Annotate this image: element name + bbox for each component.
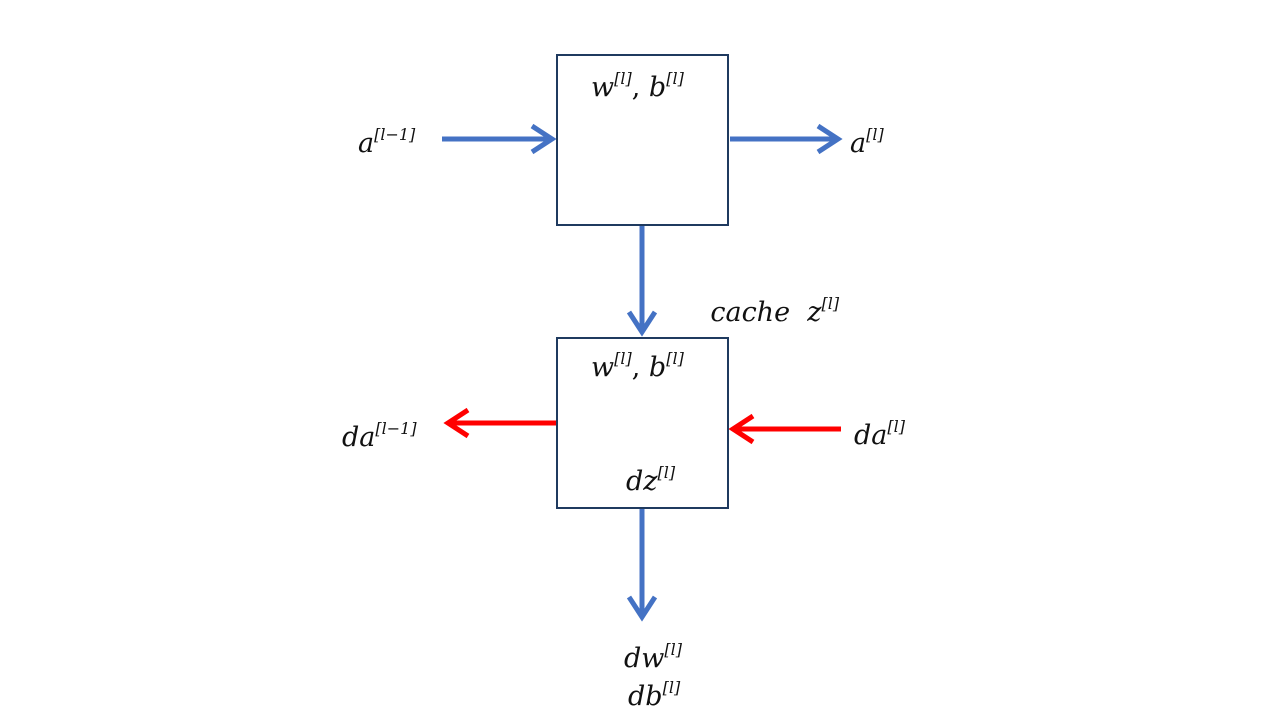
param-separator: , bbox=[631, 72, 649, 103]
w-superscript: [l] bbox=[614, 349, 632, 368]
param-separator: , bbox=[631, 352, 649, 383]
dw-sup: [l] bbox=[664, 640, 683, 659]
forward-params-label: w[l], b[l] bbox=[591, 71, 684, 103]
backward-params-label: w[l], b[l] bbox=[591, 351, 684, 383]
output-activation-sup: [l] bbox=[866, 125, 884, 144]
output-activation-base: a bbox=[850, 128, 867, 159]
input-gradient-sup: [l] bbox=[887, 417, 905, 436]
dz-sup: [l] bbox=[657, 463, 676, 482]
b-superscript: [l] bbox=[666, 69, 684, 88]
backward-block bbox=[556, 337, 729, 509]
input-activation-sup: [l−1] bbox=[374, 125, 416, 144]
dw-base: dw bbox=[624, 643, 665, 674]
arrow-cache bbox=[626, 226, 658, 337]
w-symbol: w bbox=[591, 72, 615, 103]
forward-block bbox=[556, 54, 729, 226]
output-gradient-sup: [l−1] bbox=[375, 419, 417, 438]
arrow-gradients bbox=[626, 509, 658, 622]
arrow-output-activation bbox=[730, 123, 843, 155]
arrow-input-gradient bbox=[728, 413, 841, 445]
arrow-input-activation bbox=[442, 123, 557, 155]
cache-label: cache z[l] bbox=[676, 272, 839, 353]
dz-base: dz bbox=[626, 466, 658, 497]
output-activation-label: a[l] bbox=[850, 127, 884, 159]
input-activation-base: a bbox=[358, 128, 375, 159]
output-gradient-base: da bbox=[342, 422, 376, 453]
input-activation-label: a[l−1] bbox=[358, 127, 415, 159]
db-label: db[l] bbox=[628, 680, 680, 712]
w-symbol: w bbox=[591, 352, 615, 383]
cache-sup: [l] bbox=[821, 294, 840, 313]
dz-label: dz[l] bbox=[626, 465, 675, 497]
db-base: db bbox=[628, 681, 663, 712]
input-gradient-base: da bbox=[854, 420, 888, 451]
cache-text: cache z bbox=[710, 297, 822, 328]
b-symbol: b bbox=[648, 352, 667, 383]
b-superscript: [l] bbox=[666, 349, 684, 368]
output-gradient-label: da[l−1] bbox=[342, 421, 417, 453]
w-superscript: [l] bbox=[614, 69, 632, 88]
db-sup: [l] bbox=[662, 678, 681, 697]
arrow-output-gradient bbox=[443, 407, 556, 439]
input-gradient-label: da[l] bbox=[854, 419, 905, 451]
b-symbol: b bbox=[648, 72, 667, 103]
dw-label: dw[l] bbox=[624, 642, 682, 674]
